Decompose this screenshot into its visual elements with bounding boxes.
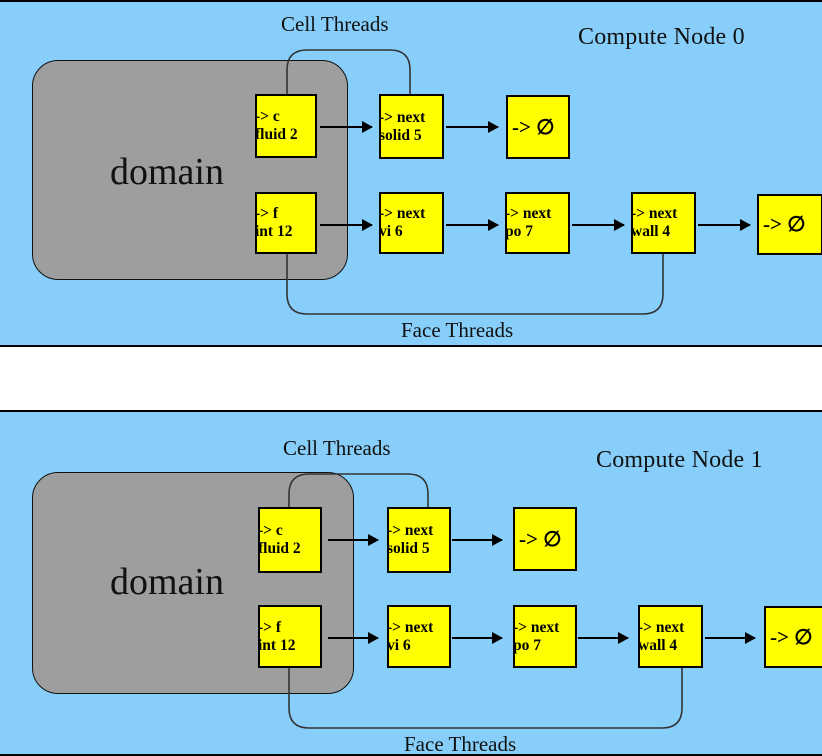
thread-node-line1: -> next xyxy=(638,618,685,636)
domain-label: domain xyxy=(110,561,224,603)
thread-node-line2: int 12 xyxy=(258,636,296,654)
compute-node-panel-1: Compute Node 1 domain Cell Threads Face … xyxy=(0,410,822,756)
arrow-fluid-to-solid xyxy=(320,121,373,133)
arrow-solid-to-null xyxy=(446,121,499,133)
thread-node-line1: -> c xyxy=(255,108,280,126)
thread-node-line1: -> next xyxy=(387,522,434,540)
thread-node-null-cell[interactable]: -> ∅ xyxy=(513,507,577,571)
thread-node-c-fluid[interactable]: -> c fluid 2 xyxy=(255,94,317,158)
arrow-int-to-vi xyxy=(320,219,373,231)
thread-node-line1: -> next xyxy=(387,618,434,636)
thread-node-line1: -> ∅ xyxy=(770,624,813,649)
thread-node-line1: -> next xyxy=(513,618,560,636)
thread-node-line1: -> ∅ xyxy=(763,212,806,237)
arrow-solid-to-null xyxy=(452,534,503,546)
arrow-vi-to-po xyxy=(446,219,499,231)
thread-node-line2: int 12 xyxy=(255,223,293,240)
arrow-wall-to-null xyxy=(698,219,751,231)
thread-node-line1: -> next xyxy=(379,108,426,126)
thread-node-line1: -> next xyxy=(379,205,426,223)
arrow-wall-to-null xyxy=(705,632,756,644)
thread-node-vi-6[interactable]: -> next vi 6 xyxy=(379,192,444,254)
thread-node-f-int[interactable]: -> f int 12 xyxy=(255,192,317,254)
arrow-int-to-vi xyxy=(328,632,379,644)
thread-node-line1: -> f xyxy=(258,618,282,636)
thread-node-line2: wall 4 xyxy=(631,223,671,240)
thread-node-line2: vi 6 xyxy=(387,636,411,654)
thread-node-line1: -> c xyxy=(258,522,283,540)
thread-node-f-int[interactable]: -> f int 12 xyxy=(258,605,322,668)
thread-node-line2: solid 5 xyxy=(387,540,430,557)
thread-node-wall-4[interactable]: -> next wall 4 xyxy=(631,192,696,254)
thread-node-line2: fluid 2 xyxy=(255,126,298,143)
thread-node-solid-5[interactable]: -> next solid 5 xyxy=(379,94,444,159)
thread-node-c-fluid[interactable]: -> c fluid 2 xyxy=(258,507,322,573)
thread-node-null-face[interactable]: -> ∅ xyxy=(757,194,822,255)
arrow-fluid-to-solid xyxy=(328,534,379,546)
compute-node-title: Compute Node 1 xyxy=(596,447,763,473)
domain-label: domain xyxy=(110,151,224,193)
arrow-po-to-wall xyxy=(578,632,629,644)
thread-node-line2: wall 4 xyxy=(638,636,678,654)
thread-node-line1: -> next xyxy=(505,205,552,223)
thread-node-line2: vi 6 xyxy=(379,223,403,240)
thread-node-po-7[interactable]: -> next po 7 xyxy=(513,605,577,668)
arrow-vi-to-po xyxy=(452,632,503,644)
arrow-po-to-wall xyxy=(572,219,625,231)
thread-node-wall-4[interactable]: -> next wall 4 xyxy=(638,605,703,668)
thread-node-line2: po 7 xyxy=(505,223,533,240)
thread-node-line1: -> ∅ xyxy=(512,114,555,139)
thread-node-line1: -> ∅ xyxy=(519,526,562,551)
thread-node-null-cell[interactable]: -> ∅ xyxy=(506,95,570,159)
thread-node-line2: solid 5 xyxy=(379,126,422,144)
thread-node-vi-6[interactable]: -> next vi 6 xyxy=(387,605,451,668)
thread-node-solid-5[interactable]: -> next solid 5 xyxy=(387,507,451,573)
face-threads-label: Face Threads xyxy=(401,318,514,342)
thread-node-line2: fluid 2 xyxy=(258,540,301,557)
thread-node-line2: po 7 xyxy=(513,636,541,654)
cell-threads-label: Cell Threads xyxy=(283,436,391,460)
thread-node-line1: -> f xyxy=(255,205,279,223)
cell-threads-label: Cell Threads xyxy=(281,12,389,36)
thread-node-null-face[interactable]: -> ∅ xyxy=(764,606,822,668)
thread-node-po-7[interactable]: -> next po 7 xyxy=(505,192,570,254)
compute-node-title: Compute Node 0 xyxy=(578,24,745,50)
face-threads-label: Face Threads xyxy=(404,732,517,756)
compute-node-panel-0: Compute Node 0 domain Cell Threads Face … xyxy=(0,0,822,347)
thread-node-line1: -> next xyxy=(631,205,678,223)
